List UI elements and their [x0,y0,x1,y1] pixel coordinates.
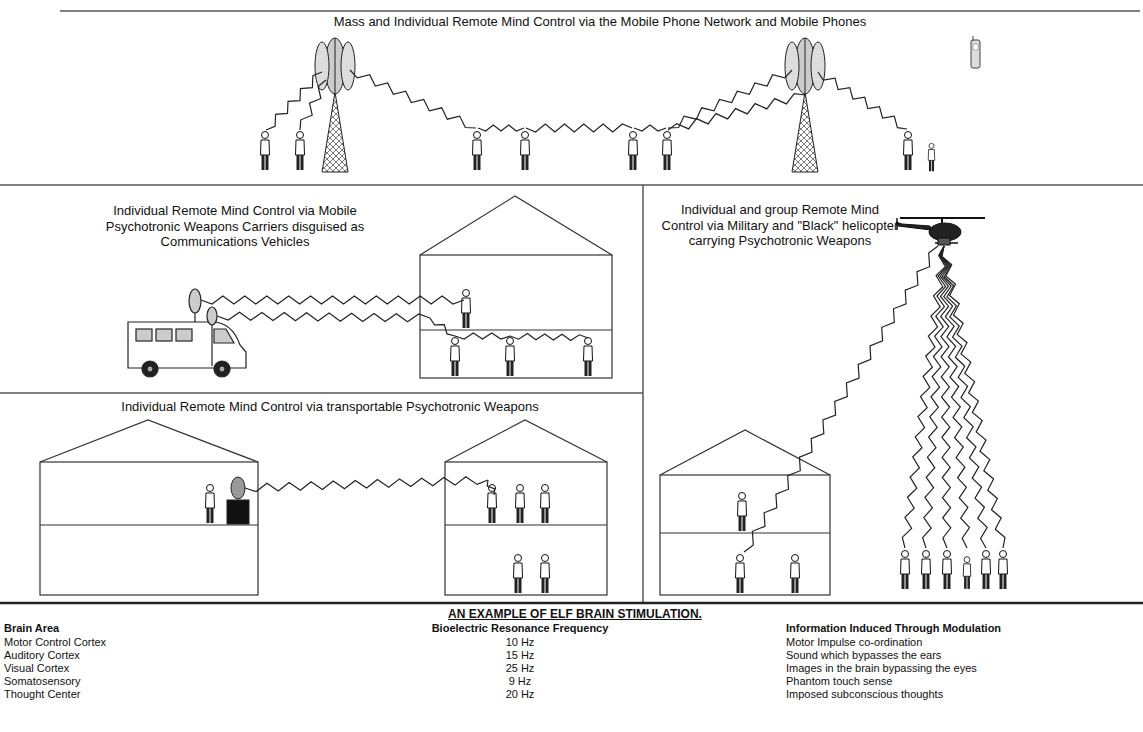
table-cell: 9 Hz [390,675,650,688]
signal-wave [430,318,455,336]
signal-wave [510,333,588,340]
signal-wave [478,125,524,131]
table-cell: 10 Hz [390,636,650,649]
van [128,289,246,377]
table-cell: Sound which bypasses the ears [786,649,1136,662]
signal-wave [634,125,666,131]
panel-caption: Mass and Individual Remote Mind Control … [150,14,1050,30]
helicopter [896,218,985,245]
table-cell: Motor Control Cortex [4,636,264,649]
signal-wave [201,296,464,304]
signal-waves [201,70,1005,552]
people [206,485,550,594]
signal-wave [940,246,951,548]
table-cell: Visual Cortex [4,662,264,675]
table-cell: Motor Impulse co-ordination [786,636,1136,649]
signal-wave [942,246,1005,548]
signal-wave [350,70,476,128]
cell-tower [785,38,825,172]
table-header: Brain Area [4,622,264,635]
signal-wave [668,94,805,130]
signal-wave [902,246,945,548]
panel-caption: Individual Remote Mind Control via Mobil… [80,203,390,250]
table-cell: Somatosensory [4,675,264,688]
house [40,420,258,595]
table-cell: 20 Hz [390,688,650,701]
table-cell: Imposed subconscious thoughts [786,688,1136,701]
panel-dividers [0,11,1143,603]
signal-wave [487,480,495,495]
table-cell: Thought Center [4,688,264,701]
house [420,196,612,378]
signal-wave [300,80,326,130]
table-cell: 15 Hz [390,649,650,662]
mobile-phone [971,36,980,68]
table-cell: Phantom touch sense [786,675,1136,688]
signal-wave [923,246,947,548]
cell-tower [315,38,355,172]
signal-wave [217,312,430,322]
table-title: AN EXAMPLE OF ELF BRAIN STIMULATION. [380,607,770,621]
signal-wave [941,246,987,548]
signal-wave [668,70,792,128]
people [261,132,935,172]
table-cell: Auditory Cortex [4,649,264,662]
panel-caption: Individual Remote Mind Control via trans… [30,399,630,415]
people [451,290,593,377]
panel-caption: Individual and group Remote Mind Control… [660,202,900,249]
table-header: Information Induced Through Modulation [786,622,1136,635]
table-cell: 25 Hz [390,662,650,675]
table-header: Bioelectric Resonance Frequency [390,622,650,635]
signal-wave [818,72,907,129]
signal-wave [744,246,938,552]
signal-wave [941,246,970,548]
signal-wave [455,333,510,339]
table-cell: Images in the brain bypassing the eyes [786,662,1136,675]
house [445,420,607,595]
signal-wave [245,477,488,492]
signal-wave [526,124,632,132]
transportable-weapon [227,477,249,524]
